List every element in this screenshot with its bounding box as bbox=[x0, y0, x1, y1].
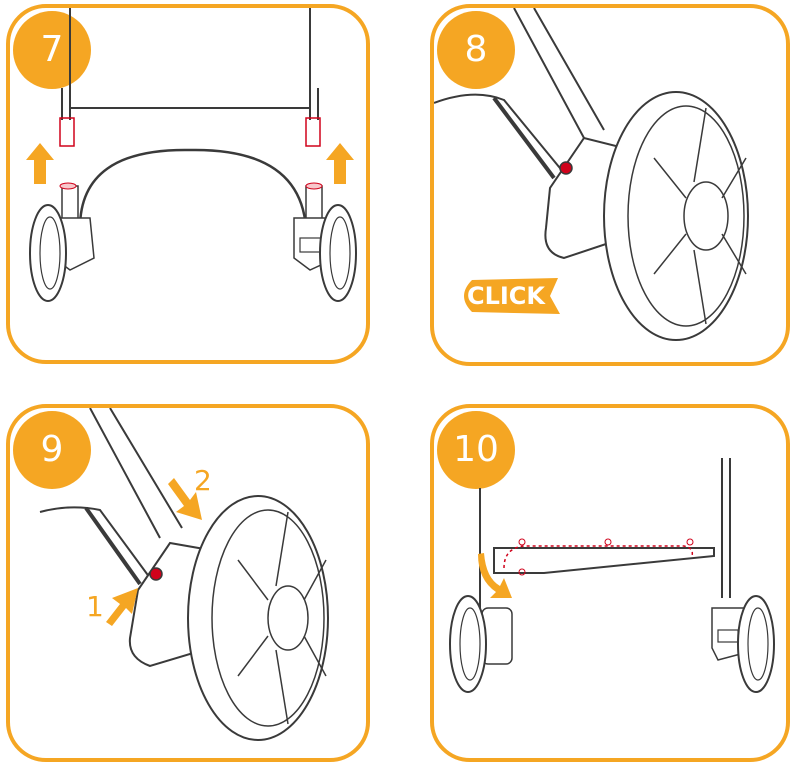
click-label: CLICK bbox=[454, 276, 558, 316]
basket-attach-illustration bbox=[434, 408, 786, 758]
panel-step-9: 9 1 2 bbox=[6, 404, 370, 762]
frame-tube bbox=[514, 8, 604, 138]
click-indicator: CLICK bbox=[454, 276, 564, 316]
panel-step-10: 10 bbox=[430, 404, 790, 762]
sub-step-label-2: 2 bbox=[194, 464, 212, 497]
panel-step-8: 8 CLICK bbox=[430, 4, 790, 366]
right-front-wheel bbox=[712, 596, 774, 692]
up-arrow-left bbox=[26, 143, 54, 184]
front-axle-bar bbox=[80, 150, 306, 228]
panel-step-7: 7 bbox=[6, 4, 370, 364]
rear-wheel bbox=[188, 496, 328, 740]
frame-tube bbox=[90, 408, 182, 538]
sub-step-label-1: 1 bbox=[86, 590, 104, 623]
up-arrow-right bbox=[326, 143, 354, 184]
rear-wheel bbox=[604, 92, 748, 340]
right-front-wheel bbox=[294, 183, 356, 301]
right-socket-highlight bbox=[306, 118, 320, 146]
frame-tubes bbox=[70, 8, 310, 120]
release-button bbox=[560, 162, 572, 174]
basket-bar bbox=[494, 548, 714, 573]
stroller-front-wheels-illustration bbox=[10, 8, 366, 360]
left-front-wheel bbox=[450, 596, 512, 692]
release-button bbox=[150, 568, 162, 580]
wheel-release-illustration bbox=[10, 408, 366, 758]
frame-tubes bbox=[480, 458, 730, 608]
left-socket-highlight bbox=[60, 118, 74, 146]
